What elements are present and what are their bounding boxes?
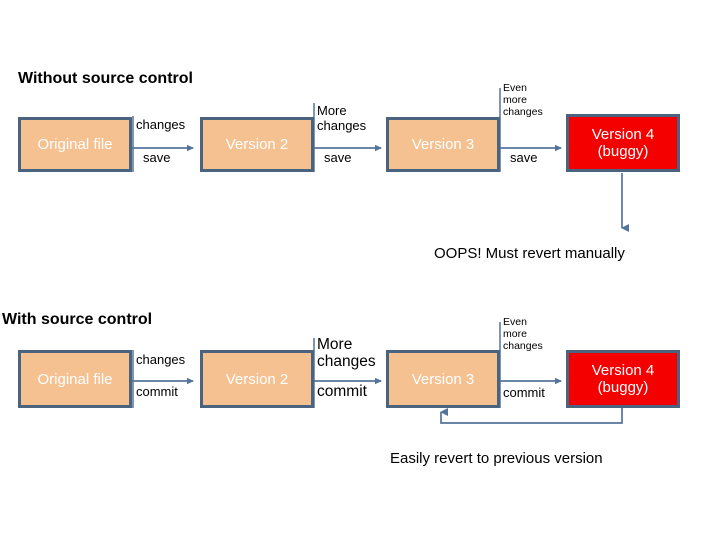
edge-label-without-1-bottom: save xyxy=(143,150,171,165)
edge-label-with-2-top: More changes xyxy=(317,336,376,370)
box-label: Original file xyxy=(37,136,113,153)
box-label: Version 3 xyxy=(411,370,475,388)
edge-label-without-2-top: More changes xyxy=(317,103,367,133)
outcome-without-source-control: OOPS! Must revert manually xyxy=(434,245,625,262)
edge-label-with-3-top: Even more changes xyxy=(503,316,543,352)
section-title-without-source-control: Without source control xyxy=(18,70,193,87)
box-without-original-file[interactable]: Original file xyxy=(18,117,132,172)
box-label: Version 2 xyxy=(225,370,289,388)
edge-label-without-3-bottom: save xyxy=(510,150,538,165)
box-with-version-4-buggy[interactable]: Version 4 (buggy) xyxy=(566,350,680,408)
edge-label-with-2-bottom: commit xyxy=(317,383,367,400)
box-label: Version 4 (buggy) xyxy=(591,126,655,160)
box-label: Version 2 xyxy=(225,136,289,153)
section-title-with-source-control: With source control xyxy=(2,311,153,328)
box-label: Original file xyxy=(37,370,113,388)
edge-label-without-1-top: changes xyxy=(136,117,186,132)
outcome-with-source-control: Easily revert to previous version xyxy=(390,450,603,467)
edge-label-with-1-top: changes xyxy=(136,352,186,367)
edge-label-with-1-bottom: commit xyxy=(136,384,178,399)
box-without-version-2[interactable]: Version 2 xyxy=(200,117,314,172)
edge-label-without-3-top: Even more changes xyxy=(503,82,543,118)
box-with-version-2[interactable]: Version 2 xyxy=(200,350,314,408)
edge-label-with-3-bottom: commit xyxy=(503,385,545,400)
box-label: Version 4 (buggy) xyxy=(591,362,655,396)
edge-label-without-2-bottom: save xyxy=(324,150,352,165)
box-without-version-3[interactable]: Version 3 xyxy=(386,117,500,172)
box-without-version-4-buggy[interactable]: Version 4 (buggy) xyxy=(566,114,680,172)
revert-arrow xyxy=(440,408,623,424)
box-label: Version 3 xyxy=(411,136,475,153)
box-with-version-3[interactable]: Version 3 xyxy=(386,350,500,408)
box-with-original-file[interactable]: Original file xyxy=(18,350,132,408)
